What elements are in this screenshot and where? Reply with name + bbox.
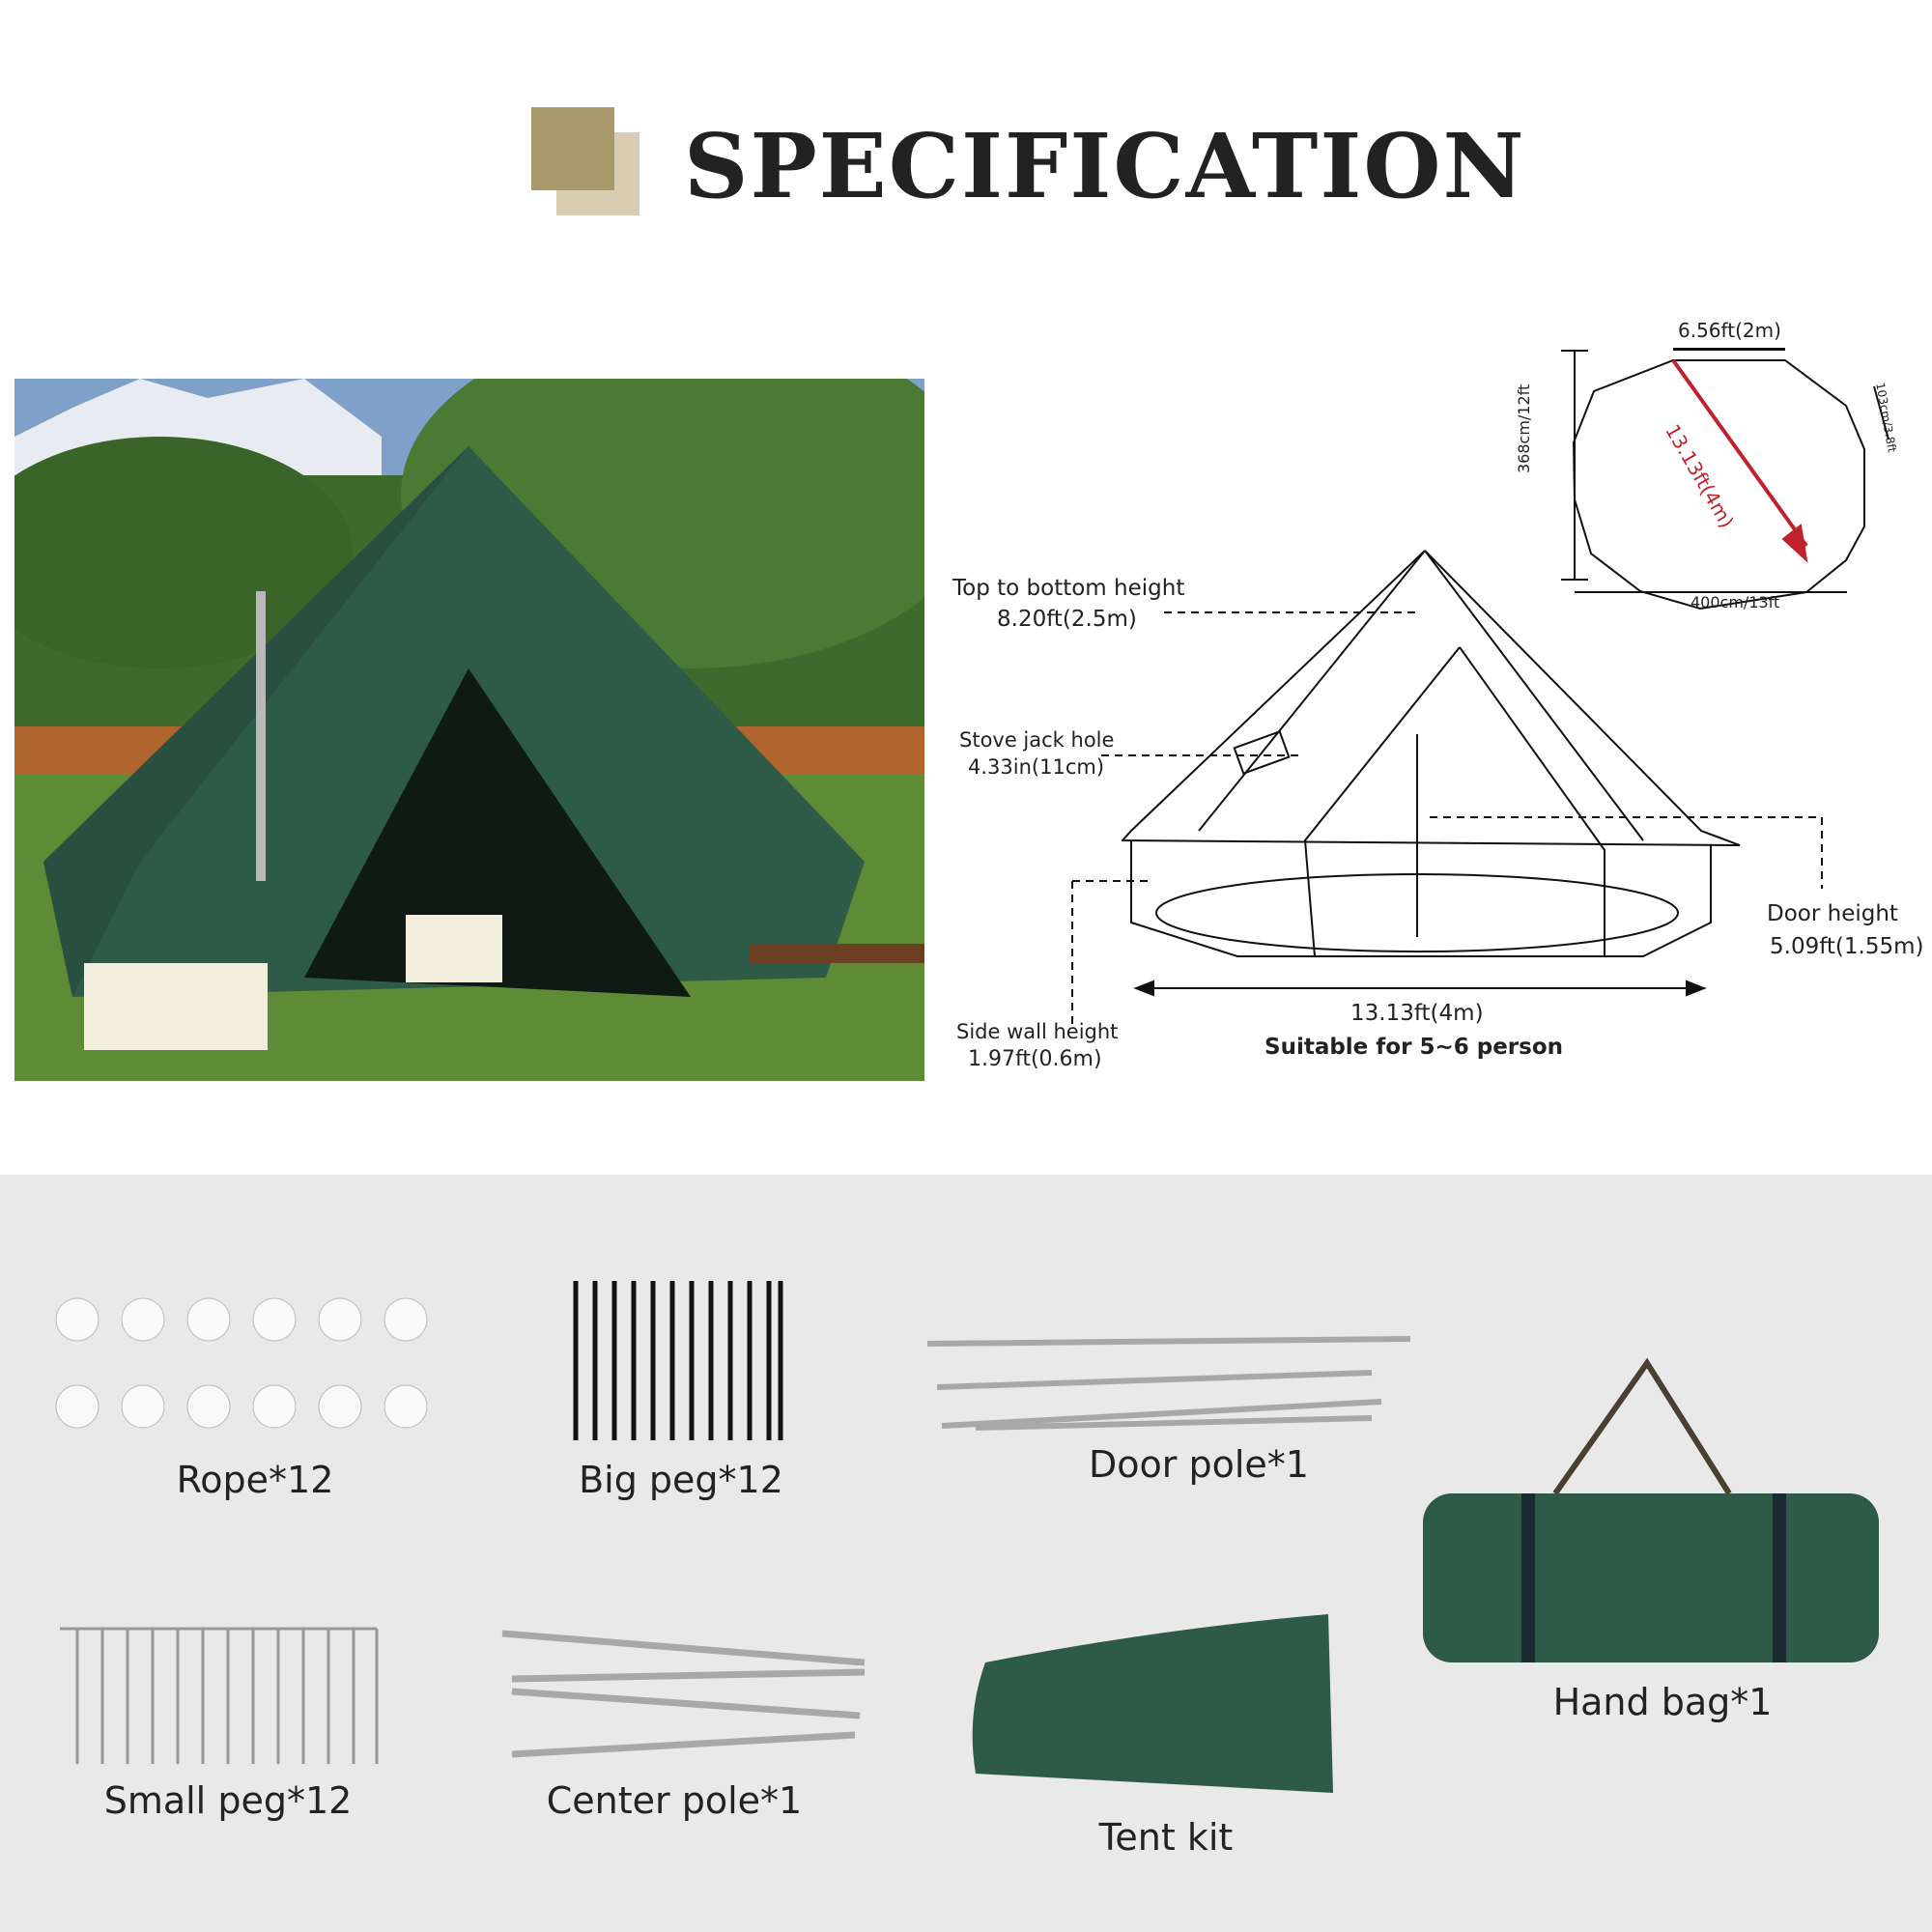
tent-photo [14,379,924,1081]
item-rope: Rope*12 [176,1459,334,1501]
tent-door [304,668,691,997]
capacity-text: Suitable for 5~6 person [1264,1035,1564,1060]
item-big-peg: Big peg*12 [579,1459,783,1501]
item-center-pole: Center pole*1 [546,1779,803,1822]
door-height-value: 5.09ft(1.55m) [1770,934,1924,959]
side-wall-label: Side wall height [956,1020,1119,1043]
item-hand-bag: Hand bag*1 [1552,1681,1773,1723]
height-label: 368cm/12ft [1515,384,1533,473]
center-pole-icon [501,1630,866,1758]
item-small-peg: Small peg*12 [103,1779,353,1822]
top-edge-label: 6.56ft(2m) [1678,319,1781,342]
side-wall-value: 1.97ft(0.6m) [968,1047,1102,1071]
small-peg-icon [60,1627,379,1764]
item-tent-kit: Tent kit [1098,1816,1234,1859]
top-height-value: 8.20ft(2.5m) [997,607,1137,632]
tent-line-drawing [1122,550,1741,957]
dimension-lines [1071,611,1823,1024]
width-label: 400cm/13ft [1690,593,1780,611]
big-peg-icon [573,1281,783,1440]
door-height-label: Door height [1767,901,1898,926]
top-height-label: Top to bottom height [952,576,1185,601]
page-title: SPECIFICATION [684,114,1526,218]
diameter-value: 13.13ft(4m) [1350,1001,1484,1026]
logo-square-dark [531,107,614,190]
hand-bag-icon [1423,1357,1879,1662]
door-pole-icon [926,1336,1411,1431]
tent-kit-icon [972,1614,1333,1793]
stove-label: Stove jack hole [959,728,1115,752]
floor-plan [1561,348,1889,611]
stove-value: 4.33in(11cm) [968,755,1105,779]
accessory-images [55,1281,1879,1793]
item-door-pole: Door pole*1 [1089,1443,1309,1486]
rope-icon [55,1297,428,1429]
